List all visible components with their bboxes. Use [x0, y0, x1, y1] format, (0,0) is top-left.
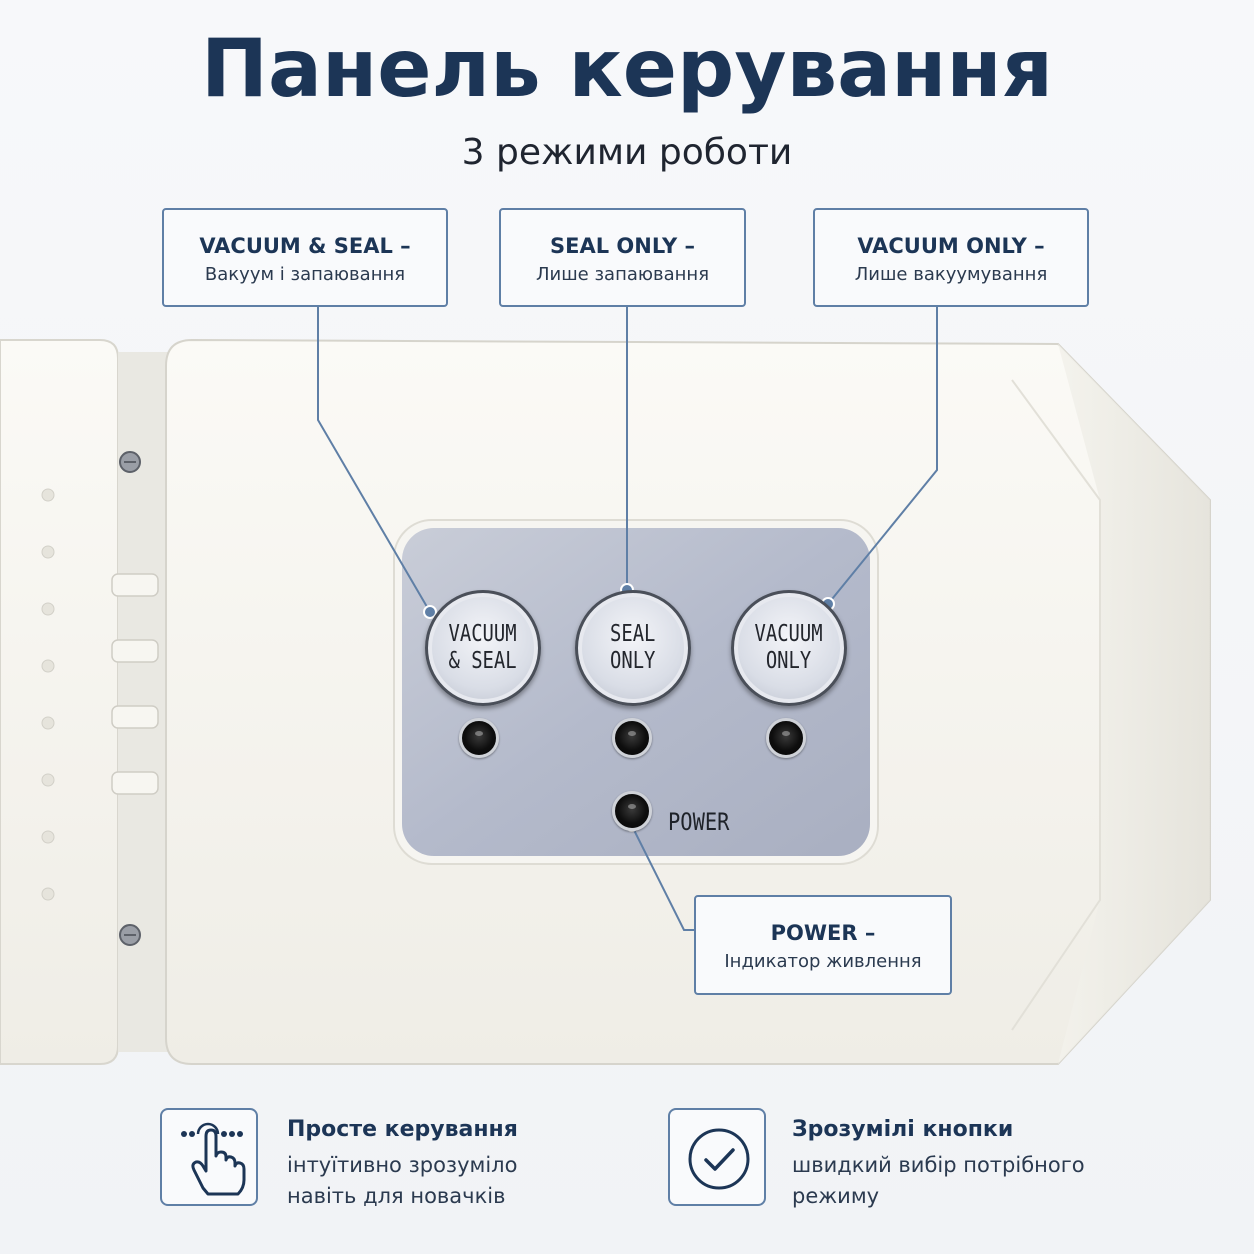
callout-vacuum-seal-desc: Вакуум і запаювання — [204, 264, 406, 285]
vacuum-only-indicator — [766, 718, 806, 758]
callout-vacuum-seal-title: VACUUM & SEAL – — [199, 234, 411, 258]
feature-clear-buttons-title: Зрозумілі кнопки — [792, 1117, 1014, 1142]
callout-power: POWER – Індикатор живлення — [694, 895, 952, 995]
vacuum-seal-indicator — [459, 718, 499, 758]
callout-connectors — [317, 306, 938, 931]
callout-power-desc: Індикатор живлення — [724, 951, 922, 972]
power-indicator — [612, 791, 652, 831]
callout-vacuum-only-title: VACUUM ONLY – — [857, 234, 1045, 258]
seal-only-button[interactable]: SEAL ONLY — [575, 590, 691, 706]
touch-hand-icon — [181, 1122, 246, 1196]
callout-seal-only-title: SEAL ONLY – — [550, 234, 695, 258]
page-title: Панель керування — [201, 22, 1053, 115]
body-bevel — [1058, 344, 1210, 1064]
callout-seal-only-desc: Лише запаювання — [535, 264, 710, 285]
vacuum-only-button-label: VACUUM ONLY — [754, 621, 824, 674]
left-module — [0, 339, 119, 1065]
feature-clear-buttons-text: швидкий вибір потрібного режиму — [792, 1153, 1085, 1208]
checkmark-circle-icon — [688, 1128, 750, 1190]
callout-seal-only: SEAL ONLY – Лише запаювання — [499, 208, 746, 307]
feature-simple-control-text: інтуїтивно зрозуміло навіть для новачків — [287, 1153, 518, 1208]
hinge-bars — [111, 573, 159, 795]
left-module-dots — [41, 488, 55, 901]
vacuum-only-button[interactable]: VACUUM ONLY — [731, 590, 847, 706]
seal-only-button-label: SEAL ONLY — [610, 621, 656, 674]
feature-simple-control-icon-box — [160, 1108, 258, 1206]
callout-vacuum-only-desc: Лише вакуумування — [854, 264, 1048, 285]
screws — [119, 451, 141, 946]
page-subtitle: 3 режими роботи — [461, 132, 793, 173]
vacuum-seal-button[interactable]: VACUUM & SEAL — [425, 590, 541, 706]
callout-power-title: POWER – — [770, 921, 876, 945]
seal-only-indicator — [612, 718, 652, 758]
feature-simple-control-title: Просте керування — [287, 1117, 518, 1142]
callout-vacuum-seal: VACUUM & SEAL – Вакуум і запаювання — [162, 208, 448, 307]
feature-clear-buttons-icon-box — [668, 1108, 766, 1206]
vacuum-seal-button-label: VACUUM & SEAL — [448, 621, 518, 674]
power-label: POWER — [668, 808, 730, 836]
callout-vacuum-only: VACUUM ONLY – Лише вакуумування — [813, 208, 1089, 307]
